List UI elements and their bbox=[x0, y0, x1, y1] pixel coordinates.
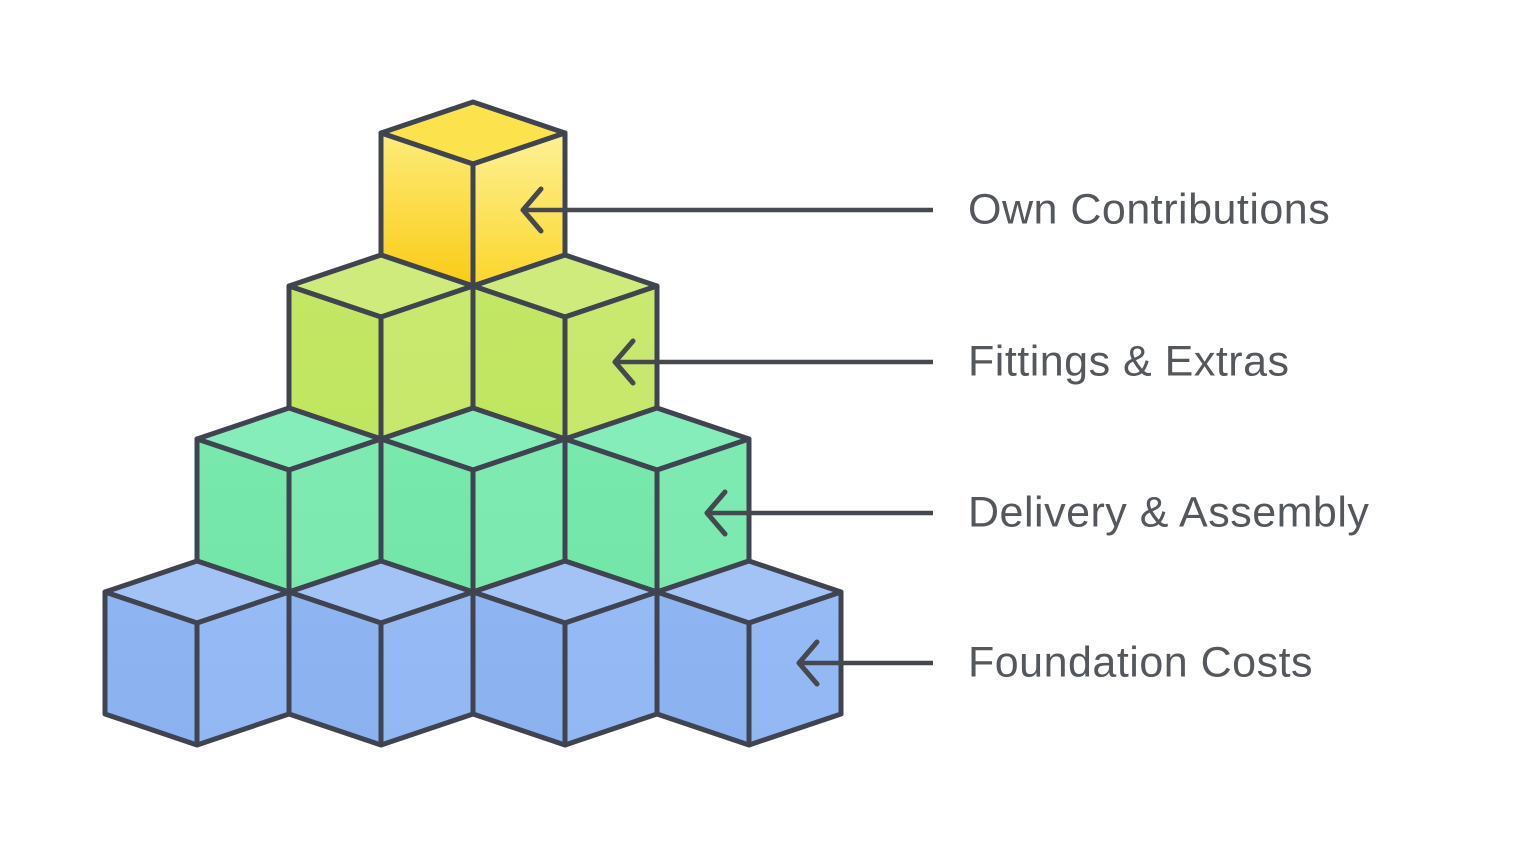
cube-row-delivery-assembly bbox=[194, 405, 752, 595]
layer-label-own-contributions: Own Contributions bbox=[968, 185, 1331, 234]
cube-row-own-contributions bbox=[378, 99, 568, 289]
arrowhead-icon bbox=[704, 489, 728, 537]
layer-label-delivery-assembly: Delivery & Assembly bbox=[968, 488, 1370, 537]
connector-arrow-fittings-extras bbox=[612, 338, 933, 386]
layer-label-foundation-costs: Foundation Costs bbox=[968, 638, 1314, 687]
cube-delivery-assembly-2 bbox=[378, 405, 568, 595]
cube-delivery-assembly-1 bbox=[194, 405, 384, 595]
layer-label-fittings-extras: Fittings & Extras bbox=[968, 337, 1290, 386]
arrows-group bbox=[520, 186, 933, 687]
cube-row-foundation-costs bbox=[102, 558, 844, 748]
connector-arrow-own-contributions bbox=[520, 186, 933, 234]
cube-foundation-costs-3 bbox=[470, 558, 660, 748]
cube-row-fittings-extras bbox=[286, 252, 660, 442]
cube-foundation-costs-4 bbox=[654, 558, 844, 748]
cube-foundation-costs-1 bbox=[102, 558, 292, 748]
cube-right-face bbox=[746, 589, 844, 748]
connector-arrow-foundation-costs bbox=[796, 639, 933, 687]
arrowhead-icon bbox=[520, 186, 544, 234]
cube-foundation-costs-2 bbox=[286, 558, 476, 748]
arrowhead-icon bbox=[612, 338, 636, 386]
cube-fittings-extras-2 bbox=[470, 252, 660, 442]
arrowhead-icon bbox=[796, 639, 820, 687]
connector-arrow-delivery-assembly bbox=[704, 489, 933, 537]
cube-own-contributions-1 bbox=[378, 99, 568, 289]
cube-fittings-extras-1 bbox=[286, 252, 476, 442]
cubes-group bbox=[102, 99, 844, 748]
